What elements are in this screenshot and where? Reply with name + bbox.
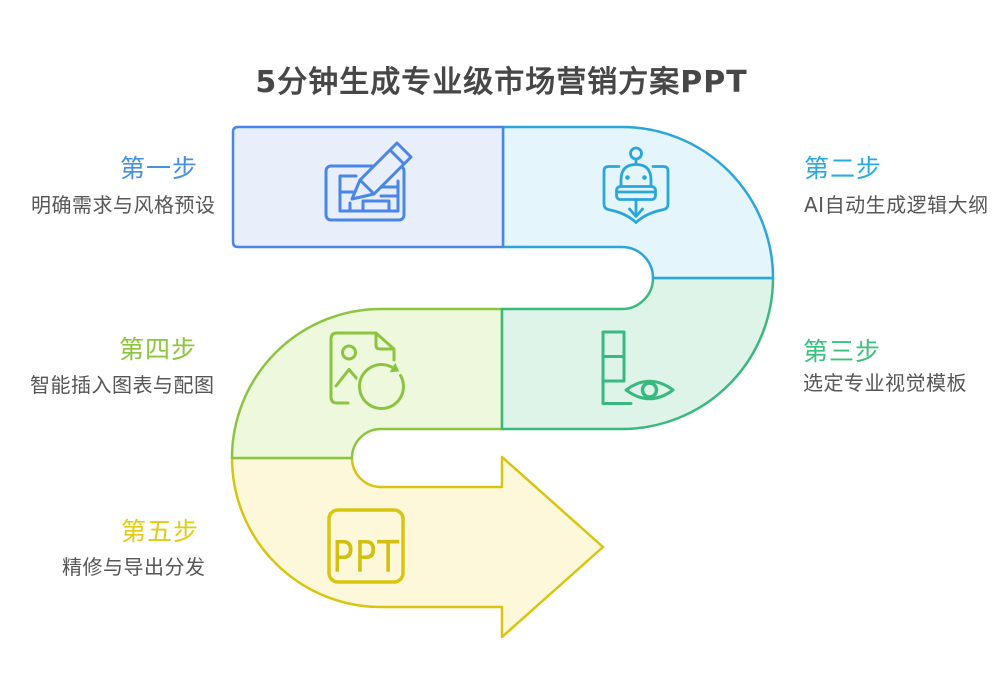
ppt-box-icon: PPT (327, 508, 405, 584)
step3-desc: 选定专业视觉模板 (803, 371, 967, 395)
step5-desc: 精修与导出分发 (62, 555, 206, 579)
robot-book-icon (602, 146, 670, 224)
step2-label: 第二步 (804, 154, 883, 183)
step3-band-shape (500, 276, 775, 431)
step4-label: 第四步 (119, 335, 198, 364)
step2-desc: AI自动生成逻辑大纲 (804, 193, 989, 217)
template-eye-icon (601, 330, 675, 405)
step1-label: 第一步 (120, 154, 199, 183)
image-refresh-icon (329, 331, 407, 412)
step3-label: 第三步 (803, 337, 882, 366)
step2-band-shape (501, 125, 775, 280)
plan-edit-icon (324, 141, 413, 222)
step4-desc: 智能插入图表与配图 (30, 373, 215, 397)
page-title: 5分钟生成专业级市场营销方案PPT (255, 65, 748, 100)
step5-label: 第五步 (121, 517, 200, 546)
ppt-icon-label: PPT (332, 533, 400, 583)
step5-arrow-shape (230, 455, 605, 639)
step1-desc: 明确需求与风格预设 (31, 193, 216, 217)
